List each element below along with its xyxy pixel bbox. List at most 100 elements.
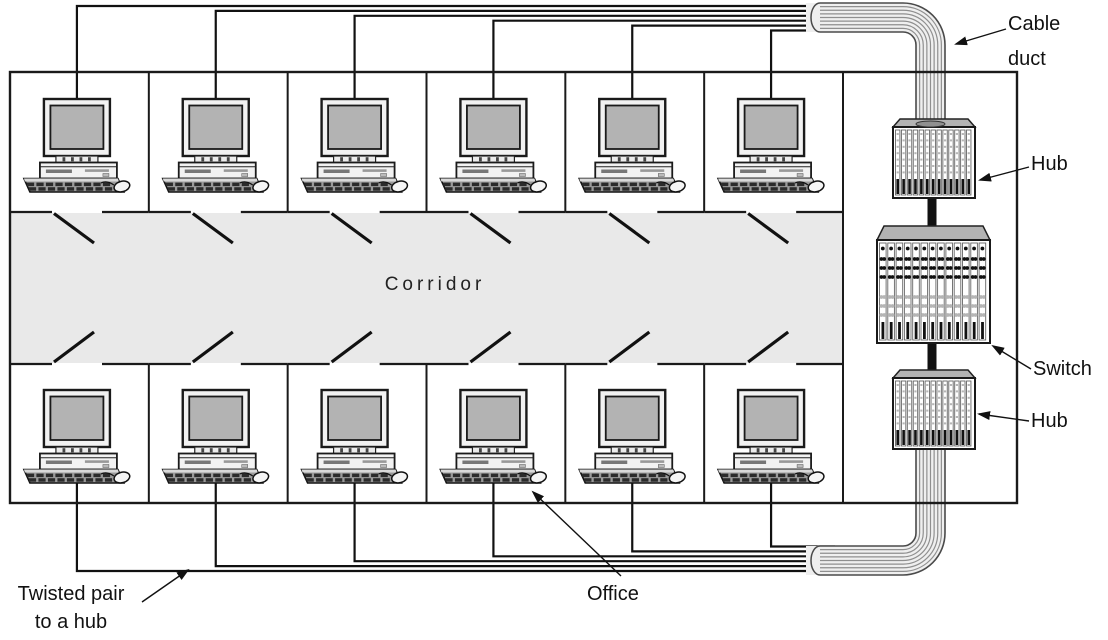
switch-led (937, 266, 942, 270)
hub-top-device-port-dot (896, 133, 899, 135)
hub-bottom-device-port-dot (902, 384, 905, 386)
switch-led-dim (896, 304, 900, 308)
hub-top-device-port-dot (914, 158, 917, 161)
switch-led (973, 266, 978, 270)
switch-slat (920, 242, 929, 341)
switch-led (896, 275, 900, 279)
switch-top-face (875, 225, 992, 241)
switch-led-dim (932, 304, 936, 308)
hub-top-device-port-dot (943, 165, 947, 167)
switch-led-dim (957, 313, 961, 317)
hub-bottom-device-port-dot (902, 403, 905, 406)
switch-led-dim (973, 295, 978, 299)
switch-led (970, 266, 975, 270)
switch-slat (887, 242, 895, 341)
switch-led (970, 275, 975, 279)
hub-top-device-port-dot (967, 171, 970, 174)
hub-top-label: Hub (1031, 153, 1068, 175)
hub-top-device-port-dot (920, 139, 923, 142)
cable-duct-bottom-stripe (820, 450, 939, 569)
switch-led-dim (937, 295, 942, 299)
hub-top-device-port-dot (896, 139, 899, 142)
switch-led-dim (904, 304, 909, 308)
hub-top-device-port-dot (932, 145, 935, 148)
computer-top-row (22, 97, 133, 195)
switch-led (947, 246, 952, 251)
hub-bottom-device-port-dot (961, 396, 964, 399)
switch-led (945, 275, 950, 279)
duct-end-on-hub (915, 120, 946, 128)
computer-bottom-row (716, 388, 827, 486)
hub-bottom-device-port-dot (938, 422, 941, 425)
switch-led-dim (921, 313, 925, 317)
door-top-office (53, 212, 95, 245)
hub-bottom-device-port-dot (914, 416, 917, 418)
hub-bottom-device-port-dot (902, 396, 905, 399)
switch-slat (978, 242, 987, 341)
switch-led-dim (970, 304, 975, 308)
switch-led-dim (945, 295, 950, 299)
door-top-office (191, 212, 234, 245)
hub-bottom-device-port-dot (961, 390, 964, 393)
hub-bottom-device-slat (936, 380, 942, 447)
hub-top-device-port-bar (949, 179, 953, 194)
hub-top-device-port-dot (932, 133, 935, 135)
switch-led (972, 246, 976, 251)
hub-top-device-port-dot (961, 152, 964, 155)
hub-bottom-device-port-dot (926, 390, 929, 393)
cable-duct-label-line2: duct (1008, 48, 1046, 70)
hub-bottom-device-port-dot (961, 403, 964, 406)
hub-bottom-device-port-dot (914, 422, 917, 425)
hub-bottom-device-port-dot (943, 403, 947, 406)
switch-led-dim (965, 313, 970, 317)
switch-led-dim (962, 304, 967, 308)
switch-led-dim (907, 304, 911, 308)
cable-duct-top-stripe (820, 13, 935, 126)
switch-led (962, 257, 967, 261)
hub-bottom-device-slat (930, 380, 936, 447)
switch-led-dim (979, 295, 983, 299)
switch-led (915, 257, 920, 261)
switch-led (914, 246, 918, 251)
hub-bottom-device-port-dot (932, 416, 935, 418)
switch-led (905, 246, 910, 251)
hub-bottom-device-port-dot (896, 403, 899, 406)
cable-duct-top-stripe (820, 20, 928, 126)
hub-bottom-device-port-dot (914, 409, 917, 412)
hub-top-device-port-dot (955, 165, 958, 167)
switch-led-dim (945, 313, 950, 317)
computer-bottom-row (577, 388, 688, 486)
hub-top-device-port-dot (926, 145, 929, 148)
switch-led-dim (932, 295, 936, 299)
switch-led-dim (954, 313, 958, 317)
hub-top-device-port-dot (902, 152, 905, 155)
switch-slat (953, 242, 962, 341)
switch-led (932, 266, 936, 270)
hub-bottom-device-port-bar (926, 430, 929, 445)
switch-slat (937, 242, 945, 341)
switch-led-dim (954, 304, 958, 308)
switch-led (940, 257, 945, 261)
hub-bottom-device-slat (895, 380, 901, 447)
hub-top-device-port-dot (920, 158, 923, 161)
hub-bottom-device-port-dot (938, 403, 941, 406)
hub-bottom-device-slat (918, 380, 925, 447)
hub-top-device-port-dot (938, 133, 941, 135)
door-top-office (330, 212, 373, 245)
switch-led-dim (907, 295, 911, 299)
switch-led (981, 275, 986, 279)
switch-port-bar (923, 322, 926, 339)
hub-top-device-port-dot (961, 133, 964, 135)
hub-top-arrow (978, 166, 1030, 182)
hub-top-device-port-dot (938, 165, 941, 167)
door-bottom-office (469, 330, 512, 364)
cable-duct-top-stripe (820, 2, 946, 126)
cable-duct-top-stripe (820, 27, 921, 126)
hub-bottom-device-port-dot (914, 403, 917, 406)
hub-top-device-port-dot (967, 152, 970, 155)
hub-bottom-device-port-dot (902, 416, 905, 418)
hub-top-device-port-dot (967, 133, 970, 135)
twisted-pair-cable-bottom (75, 455, 835, 573)
switch-slat (962, 242, 970, 341)
hub-top-device-port-dot (902, 145, 905, 148)
